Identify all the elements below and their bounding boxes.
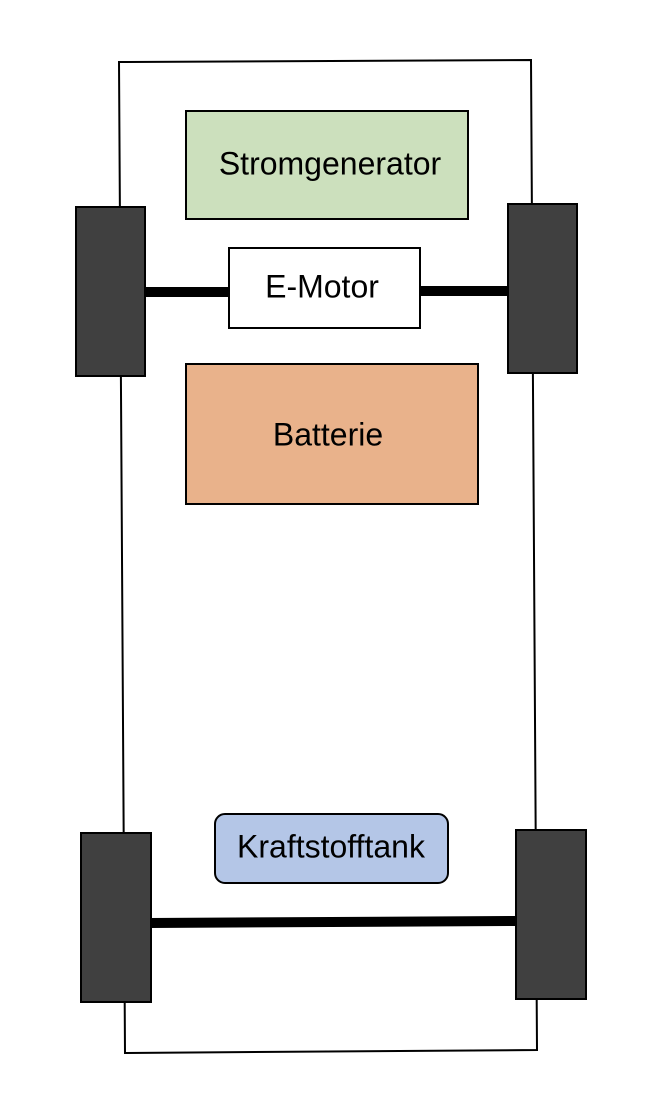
rear-axle — [149, 916, 519, 928]
motor-label: E-Motor — [265, 268, 379, 304]
generator-label: Stromgenerator — [219, 145, 442, 181]
motor-box: E-Motor — [228, 247, 421, 329]
generator-rect — [185, 110, 469, 220]
generator-box: Stromgenerator — [185, 110, 469, 220]
chassis-outline — [117, 58, 539, 1055]
battery-box: Batterie — [185, 363, 479, 505]
fuel-tank-rect — [214, 813, 449, 884]
wheel-rear-right — [515, 829, 587, 1000]
wheel-front-right — [507, 203, 578, 374]
battery-label: Batterie — [273, 416, 383, 452]
fuel-tank-label: Kraftstofftank — [237, 828, 426, 864]
wheel-front-left — [75, 206, 146, 377]
wheel-rear-left — [80, 832, 152, 1003]
motor-rect — [228, 247, 421, 329]
battery-rect — [185, 363, 479, 505]
fuel-tank-box: Kraftstofftank — [214, 813, 449, 884]
